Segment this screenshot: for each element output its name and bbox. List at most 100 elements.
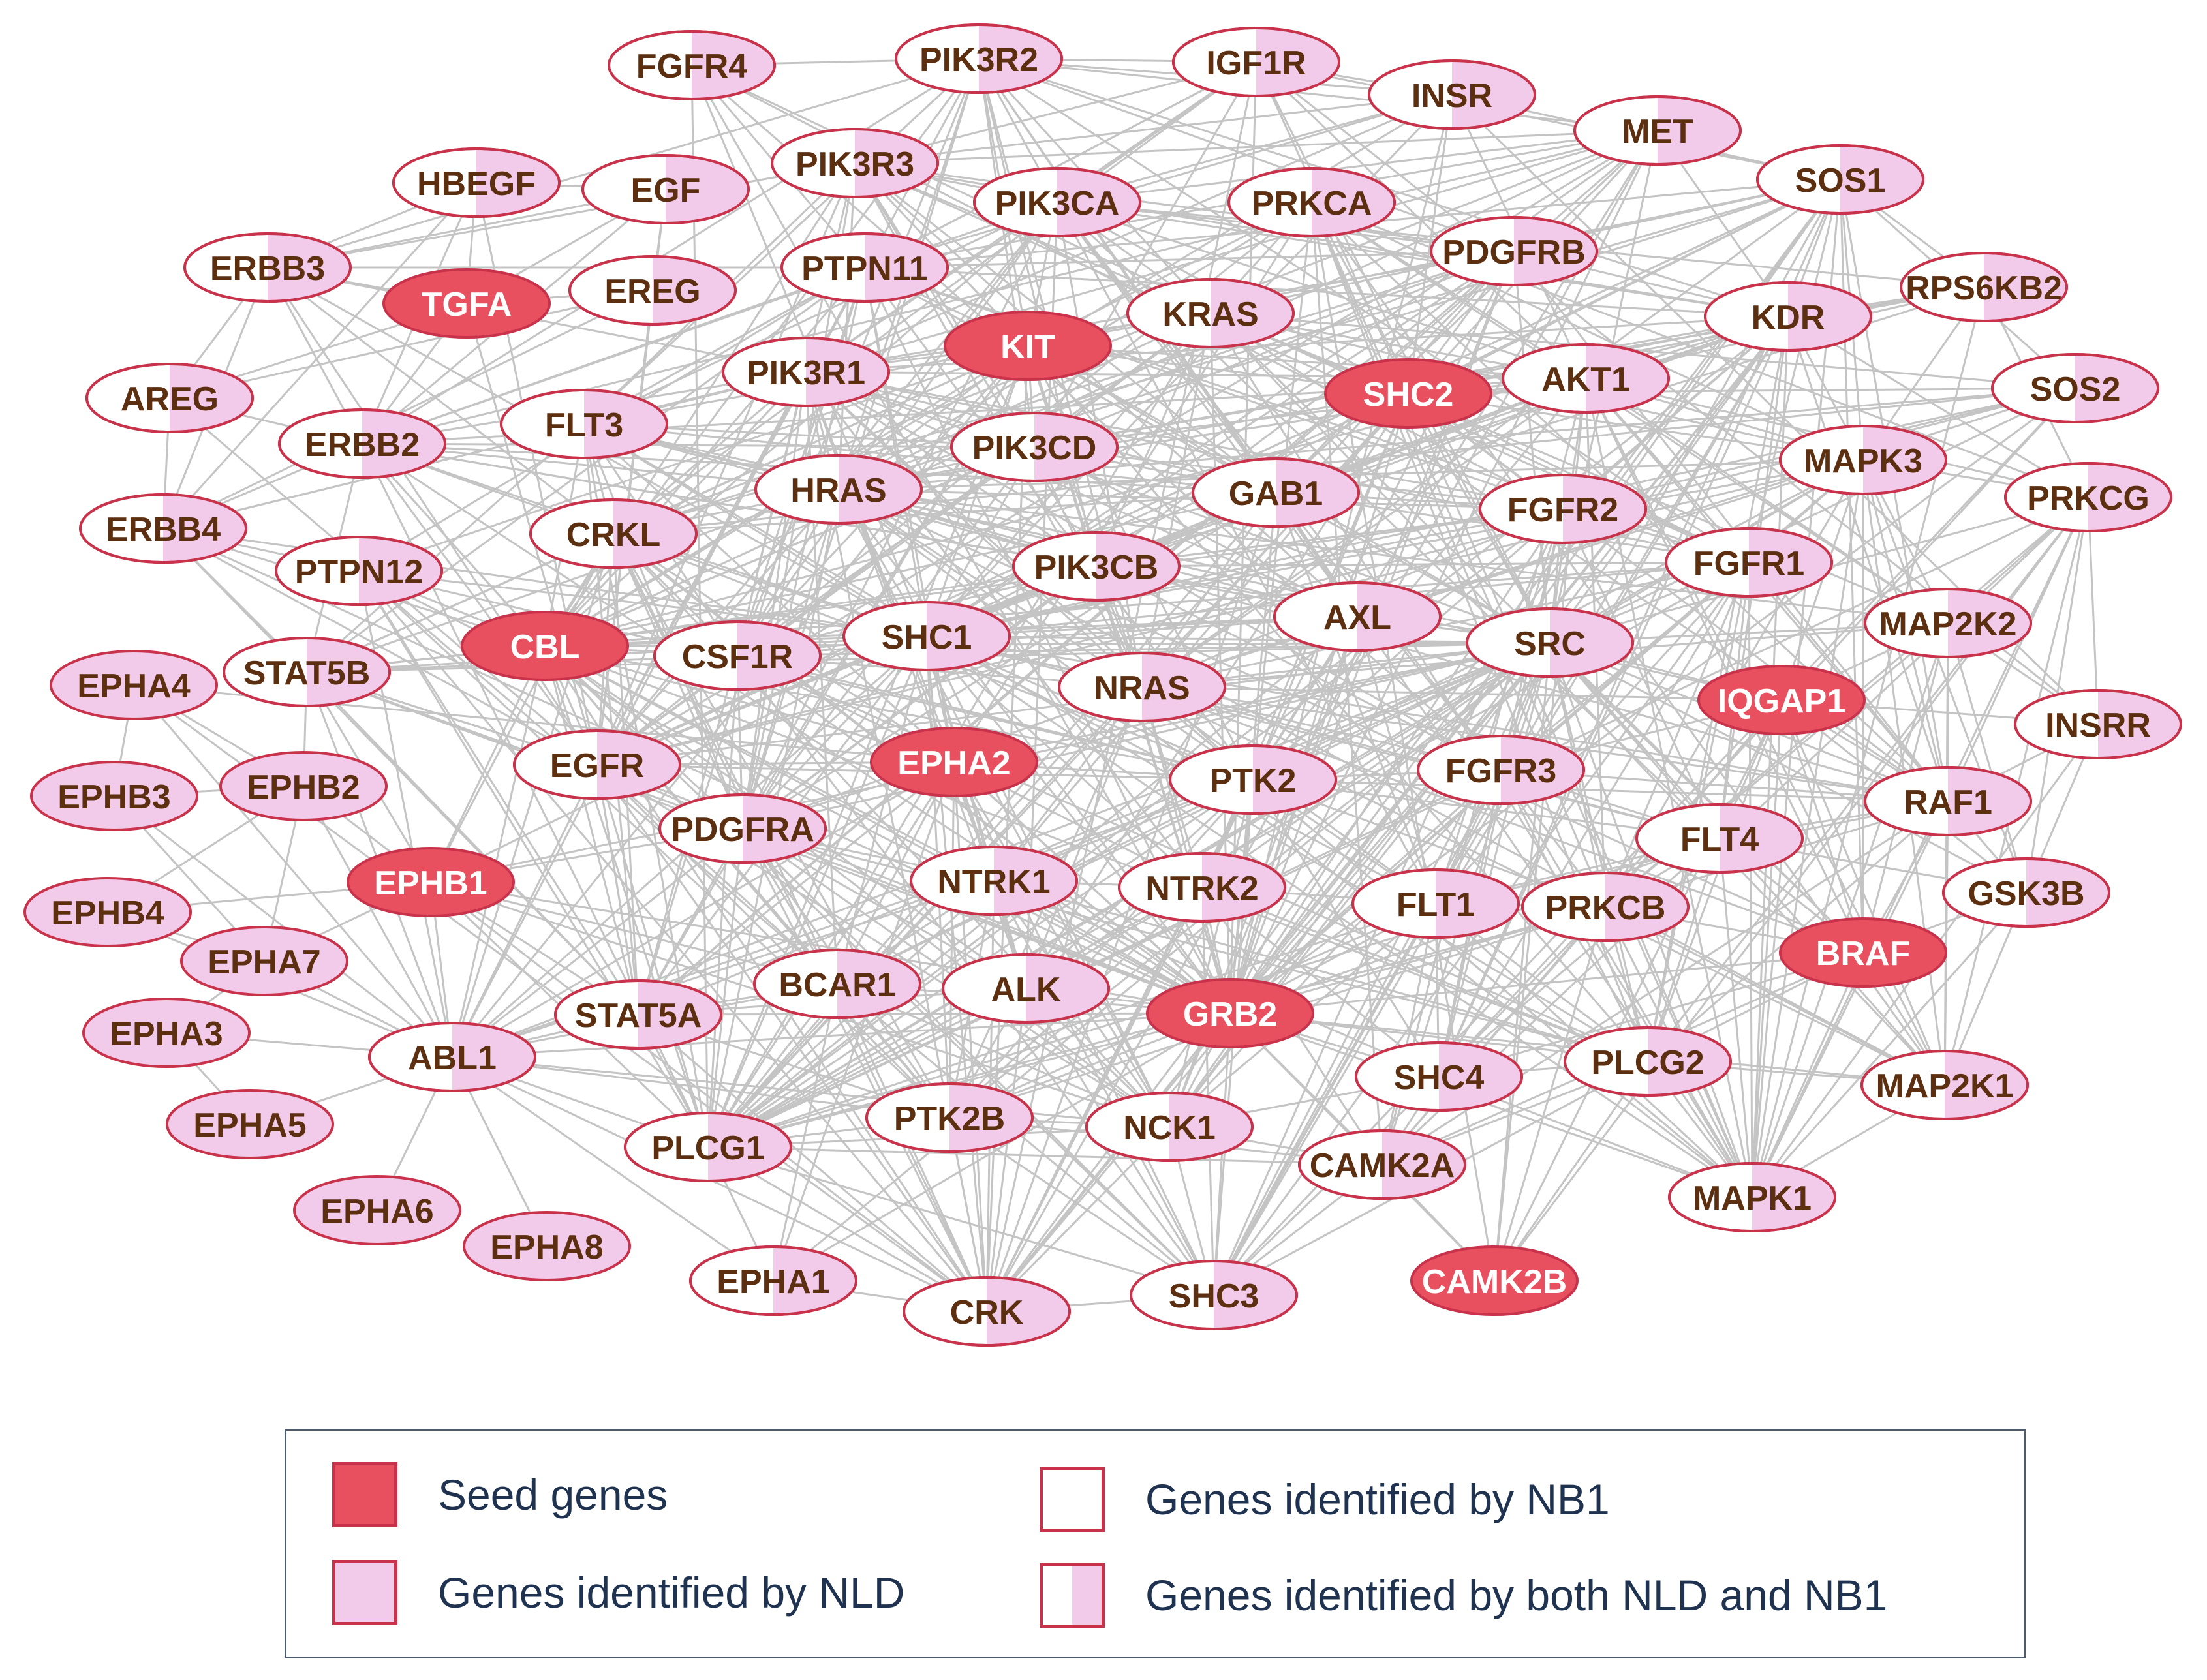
edge-fgfr1-nras <box>1141 561 1750 688</box>
gene-node-nld-half <box>1984 254 2065 320</box>
gene-node-nld-half <box>1840 147 1922 212</box>
gene-node-shape <box>461 611 629 681</box>
edge-src-bcar1 <box>837 641 1551 985</box>
edge-akt1-map2k2 <box>1585 377 1949 624</box>
edge-alk-crk <box>985 988 1027 1312</box>
gene-node-nld-half <box>1501 737 1582 802</box>
edge-pik3r1-fgfr2 <box>805 371 1564 510</box>
gene-node-nld-half <box>1514 219 1596 284</box>
edge-mapk3-shc1 <box>926 459 1864 637</box>
gene-node-nld-half <box>359 538 440 603</box>
gene-node-outline <box>1192 457 1360 528</box>
gene-node-nld-half <box>613 501 695 566</box>
edge-akt1-pik3cd <box>1034 377 1586 448</box>
gene-node-nld-half <box>170 365 251 431</box>
gene-label: FGFR1 <box>1693 545 1804 583</box>
gene-label: MAP2K2 <box>1879 605 2017 643</box>
legend-swatch-nb1 <box>1040 1467 1105 1532</box>
gene-label: EPHB2 <box>247 769 360 806</box>
gene-node-kit: KIT <box>944 311 1112 381</box>
edge-crkl-pdgfra <box>612 533 744 829</box>
gene-node-grb2: GRB2 <box>1146 978 1314 1048</box>
edge-fgfr1-prkcb <box>1604 562 1750 908</box>
edge-iqgap1-mapk1 <box>1751 699 1783 1198</box>
gene-node-nld-half <box>1057 170 1139 235</box>
gene-node-nld-half <box>362 411 444 476</box>
edge-pik3cb-pdgfra <box>742 565 1097 830</box>
edge-kdr-shc3 <box>1212 316 1789 1296</box>
gene-node-stat5a: STAT5A <box>554 979 722 1050</box>
gene-node-iqgap1: IQGAP1 <box>1697 665 1866 735</box>
edge-kit-ptpn12 <box>358 344 1028 572</box>
gene-node-outline <box>1227 167 1396 237</box>
gene-node-shape <box>30 761 198 831</box>
gene-label: KDR <box>1752 299 1825 337</box>
edge-pik3ca-flt3 <box>583 201 1058 425</box>
gene-node-shape <box>870 727 1038 797</box>
edge-fgfr1-flt1 <box>1434 561 1750 905</box>
legend-label-seed: Seed genes <box>438 1471 668 1519</box>
gene-node-ptk2: PTK2 <box>1169 744 1337 815</box>
gene-node-rps6kb2: RPS6KB2 <box>1900 252 2068 322</box>
gene-node-nld-half <box>1202 855 1284 920</box>
edge-epha4-abl1 <box>132 684 454 1058</box>
gene-node-areg: AREG <box>85 363 254 433</box>
gene-node-kdr: KDR <box>1704 281 1872 352</box>
gene-node-erbb4: ERBB4 <box>79 493 247 564</box>
edge-axl-flt3 <box>583 423 1358 618</box>
gene-node-nld-half <box>1436 871 1517 936</box>
gene-label: SRC <box>1514 625 1586 663</box>
legend-item-seed: Seed genes <box>332 1462 668 1527</box>
edge-nras-plcg1 <box>707 686 1143 1148</box>
gene-node-nras: NRAS <box>1058 652 1226 722</box>
edge-hras-map2k1 <box>838 488 1945 1086</box>
edge-iqgap1-plcg2 <box>1646 699 1783 1062</box>
gene-node-nld-half <box>1752 1165 1834 1230</box>
gene-label: PRKCG <box>2027 480 2150 517</box>
gene-node-egf: EGF <box>581 154 750 224</box>
edge-gab1-cbl <box>544 491 1276 647</box>
gene-label: NCK1 <box>1123 1109 1216 1147</box>
gene-node-nld-half <box>2098 692 2180 757</box>
gene-node-epha4: EPHA4 <box>50 650 218 720</box>
gene-node-nld-half <box>1439 1044 1520 1109</box>
gene-node-erbb3: ERBB3 <box>183 232 352 303</box>
edge-ntrk2-shc3 <box>1201 887 1215 1296</box>
gene-node-nld-half <box>1096 534 1178 599</box>
gene-node-ntrk1: NTRK1 <box>910 846 1078 916</box>
edge-pdgfra-crk <box>741 828 988 1312</box>
gene-node-ephb4: EPHB4 <box>23 877 192 947</box>
gene-node-nld-half <box>1550 610 1631 675</box>
edge-src-braf <box>1549 641 1864 954</box>
gene-label: SHC1 <box>882 619 972 656</box>
edge-flt3-stat5b <box>306 423 585 673</box>
gene-node-pik3cb: PIK3CB <box>1012 531 1181 602</box>
edge-egfr-abl1 <box>451 764 598 1058</box>
gene-label: PTPN11 <box>801 250 928 288</box>
gene-node-camk2a: CAMK2A <box>1298 1129 1466 1200</box>
gene-node-nld-half <box>2026 860 2108 925</box>
gene-node-egfr: EGFR <box>513 729 681 800</box>
edge-pdgfrb-ptpn11 <box>864 250 1515 269</box>
gene-node-met: MET <box>1573 95 1742 166</box>
gene-label: SHC2 <box>1363 376 1454 414</box>
gene-label: CSF1R <box>682 638 793 676</box>
edge-hras-grb2 <box>837 489 1231 1014</box>
edge-csf1r-plcg1 <box>707 655 739 1148</box>
gene-node-kras: KRAS <box>1126 278 1295 348</box>
edge-nras-grb2 <box>1141 686 1231 1014</box>
edge-epha2-ptk2b <box>948 761 955 1118</box>
edge-src-alk <box>1025 641 1551 990</box>
gene-node-outline <box>1085 1092 1254 1162</box>
gene-node-nld-half <box>268 235 349 300</box>
edge-kit-nras <box>1026 345 1143 688</box>
edge-gab1-pdgfra <box>742 491 1276 830</box>
edge-fgfr2-shc1 <box>926 508 1564 637</box>
gene-node-outline <box>1430 216 1598 286</box>
gene-label: STAT5A <box>575 997 702 1035</box>
gene-node-nld-half <box>806 339 887 405</box>
gene-node-outline <box>581 154 750 224</box>
gene-node-outline <box>1368 59 1536 130</box>
gene-node-braf: BRAF <box>1779 917 1947 988</box>
edge-pdgfra-plcg1 <box>707 828 744 1148</box>
